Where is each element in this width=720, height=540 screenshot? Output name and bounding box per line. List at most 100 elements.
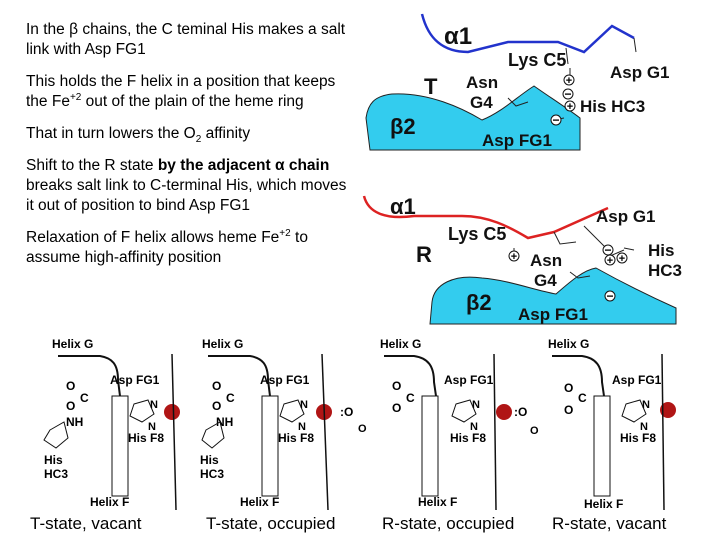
r-lys-label: Lys C5 (448, 224, 506, 244)
r-state-label: R (416, 242, 432, 267)
his-f8-ring (621, 399, 647, 423)
o-minus-label: O (392, 379, 401, 393)
svg-text:−: − (564, 87, 571, 101)
bound-o2-label: :O (514, 405, 527, 419)
his-hc3-label-2: HC3 (200, 467, 224, 481)
caption-r-occupied: R-state, occupied (382, 514, 515, 533)
t-alpha-label: α1 (444, 23, 472, 50)
r-beta-label: β2 (466, 290, 492, 315)
svg-text:+: + (607, 255, 613, 267)
his-f8-n-upper: N (300, 399, 308, 411)
his-f8-n-upper: N (472, 399, 480, 411)
his-f8-n-lower: N (470, 421, 478, 433)
his-f8-label: His F8 (128, 431, 164, 445)
helix-f-label: Helix F (584, 497, 623, 511)
t-asp-fg1-label: Asp FG1 (482, 131, 552, 150)
panel-r-state-vacant: Helix G Asp FG1 O C O N N His F8 Helix F (548, 337, 676, 511)
his-f8-n-upper: N (150, 399, 158, 411)
t-minus-charge-2: − (550, 113, 562, 127)
his-f8-label: His F8 (278, 431, 314, 445)
asp-fg1-label: Asp FG1 (612, 373, 662, 387)
his-f8-n-lower: N (640, 421, 648, 433)
helix-g-label: Helix G (380, 337, 421, 351)
heme-iron (164, 404, 180, 420)
asp-fg1-label: Asp FG1 (110, 373, 160, 387)
caption-r-vacant: R-state, vacant (552, 514, 667, 533)
his-hc3-label-1: His (200, 453, 219, 467)
r-asn-label: Asn (530, 251, 562, 270)
helix-g-label: Helix G (548, 337, 589, 351)
t-state-label: T (424, 74, 438, 99)
heme-plane (171, 353, 177, 511)
panel-t-state-vacant: Helix G Asp FG1 O C O NH His HC3 N N His… (43, 337, 180, 511)
bullet-list: In the β chains, the C teminal His makes… (26, 20, 356, 280)
his-f8-ring (129, 399, 155, 423)
t-side-chain-lines (507, 37, 637, 121)
carbonyl-c-label: C (578, 391, 587, 405)
t-g4-label: G4 (470, 93, 493, 112)
helix-f-cylinder (593, 395, 611, 497)
his-f8-label: His F8 (450, 431, 486, 445)
t-alpha-chain-line (420, 13, 635, 54)
t-lys-label: Lys C5 (508, 50, 566, 70)
bullet-1: In the β chains, the C teminal His makes… (26, 21, 346, 58)
helix-g-strand (552, 355, 605, 397)
heme-iron (496, 404, 512, 420)
bullet-2: This holds the F helix in a position tha… (26, 73, 336, 110)
his-hc3-label-2: HC3 (44, 467, 68, 481)
helix-g-strand (384, 355, 437, 397)
carbonyl-o-label: O (564, 403, 573, 417)
heme-iron (660, 402, 676, 418)
r-his-label: His (648, 241, 674, 260)
r-minus-charge-2: − (604, 289, 616, 303)
svg-text:−: − (604, 243, 611, 257)
his-f8-n-upper: N (642, 399, 650, 411)
o-minus-label: O (66, 379, 75, 393)
carbonyl-o-label: O (66, 399, 75, 413)
his-f8-n-lower: N (148, 421, 156, 433)
his-f8-label: His F8 (620, 431, 656, 445)
bound-o2-second-o: O (358, 423, 367, 435)
helix-f-cylinder (261, 395, 279, 497)
t-asn-label: Asn (466, 73, 498, 92)
bound-o2-label: :O (340, 405, 353, 419)
r-asp-g1-label: Asp G1 (596, 207, 656, 226)
svg-text:+: + (567, 101, 573, 113)
helix-g-label: Helix G (202, 337, 243, 351)
r-alpha-chain-line (362, 195, 609, 240)
his-hc3-label-1: His (44, 453, 63, 467)
t-beta-label: β2 (390, 114, 416, 139)
asp-fg1-label: Asp FG1 (444, 373, 494, 387)
r-plus-charge-2: + (604, 254, 616, 267)
caption-t-occupied: T-state, occupied (206, 514, 336, 533)
helix-f-label: Helix F (90, 495, 129, 509)
r-hc3-label: HC3 (648, 261, 682, 280)
carbonyl-c-label: C (80, 391, 89, 405)
asp-fg1-label: Asp FG1 (260, 373, 310, 387)
svg-text:−: − (552, 113, 559, 127)
helix-g-strand (58, 355, 121, 397)
carbonyl-c-label: C (406, 391, 415, 405)
caption-t-vacant: T-state, vacant (30, 514, 142, 533)
heme-plane (661, 353, 665, 511)
t-asp-g1-label: Asp G1 (610, 63, 670, 82)
svg-text:+: + (566, 75, 572, 87)
r-plus-charge-3: + (616, 252, 628, 265)
bullet-4: Shift to the R state by the adjacent α c… (26, 157, 347, 214)
t-plus-charge-1: + (563, 74, 575, 87)
helix-g-label: Helix G (52, 337, 93, 351)
panel-r-state-occupied: Helix G Asp FG1 O C O N N His F8 :O O He… (380, 337, 539, 511)
r-alpha-label: α1 (390, 194, 416, 219)
t-minus-charge-1: − (562, 87, 574, 101)
t-plus-charge-2: + (564, 100, 576, 113)
bullet-5: Relaxation of F helix allows heme Fe+2 t… (26, 227, 308, 266)
helix-g-strand (208, 355, 271, 397)
heme-plane (493, 353, 497, 511)
his-f8-ring (451, 399, 477, 423)
r-g4-label: G4 (534, 271, 557, 290)
r-side-chain-lines (513, 225, 635, 279)
nh-label: NH (216, 415, 233, 429)
his-hc3-ring (43, 421, 69, 449)
carbonyl-o-label: O (392, 401, 401, 415)
helix-f-label: Helix F (418, 495, 457, 509)
